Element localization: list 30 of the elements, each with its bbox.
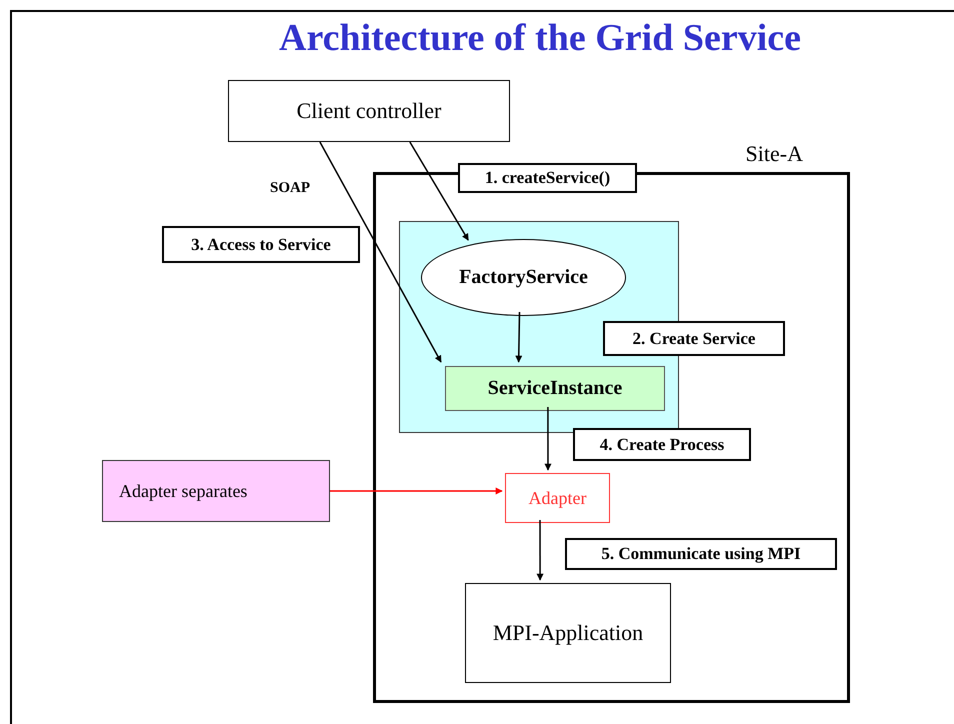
node-label: ServiceInstance: [488, 377, 622, 400]
arrow: [319, 142, 442, 363]
step-label-box: [162, 226, 360, 263]
arrow: [544, 407, 552, 471]
arrow: [536, 520, 544, 581]
node-label: FactoryService: [459, 266, 588, 289]
step-label-box: [573, 428, 751, 461]
step-label-box: [603, 321, 785, 356]
adapter-box: [505, 473, 610, 523]
node-label: 4. Create Process: [600, 434, 724, 454]
step-label-box: [565, 538, 837, 570]
arrow: [330, 488, 503, 494]
instance-box: [445, 366, 665, 411]
node-label: 1. createService(): [484, 168, 610, 188]
node-label: Adapter: [528, 488, 586, 508]
node-label: Adapter separates: [119, 480, 248, 502]
site-title: Site-A: [746, 141, 803, 167]
node-label: MPI-Application: [492, 620, 644, 646]
step-label-box: [458, 163, 637, 193]
node-label: 5. Communicate using MPI: [601, 544, 801, 564]
node-label: 3. Access to Service: [191, 234, 331, 254]
process-box: [465, 583, 671, 683]
node-label: 2. Create Service: [632, 328, 756, 348]
arrow: [409, 142, 469, 241]
note-box: [102, 460, 330, 522]
title: Architecture of the Grid Service: [278, 16, 802, 60]
node-label: Client controller: [296, 98, 442, 124]
process-box: [228, 80, 510, 142]
protocol-label: SOAP: [270, 180, 310, 197]
arrow: [515, 312, 522, 363]
